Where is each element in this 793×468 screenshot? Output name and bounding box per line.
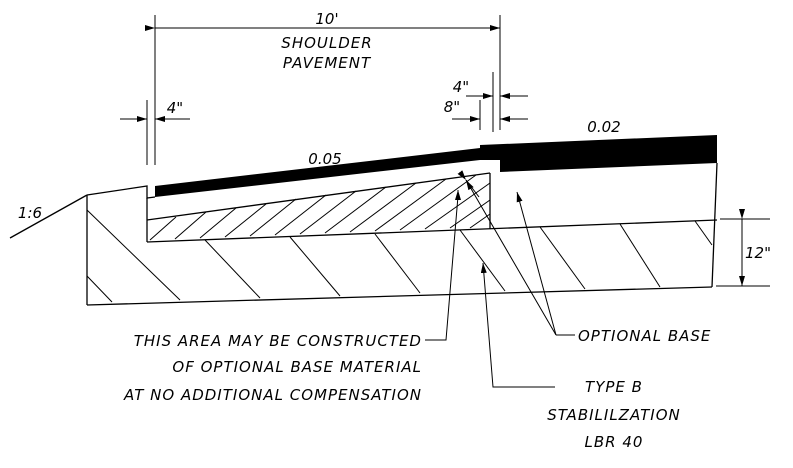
stabilization-line-1: TYPE B bbox=[585, 378, 643, 396]
width-label: 10' bbox=[315, 10, 338, 28]
shoulder-label: SHOULDER bbox=[281, 34, 372, 52]
left-offset-dimension: 4" bbox=[120, 99, 190, 165]
side-slope-line bbox=[9, 194, 88, 239]
shoulder-pavement-layer bbox=[155, 148, 480, 197]
shoulder-edge bbox=[86, 185, 156, 199]
hatched-area-top bbox=[146, 172, 491, 221]
road-slope-label: 0.02 bbox=[587, 118, 620, 136]
stabilization-line-2: STABILILZATION bbox=[547, 406, 680, 424]
stabilization-line-3: LBR 40 bbox=[585, 433, 644, 451]
side-slope-label: 1:6 bbox=[18, 204, 42, 222]
road-pavement-layer bbox=[480, 135, 717, 172]
shoulder-slope-label: 0.05 bbox=[308, 150, 341, 168]
area-note-line-2: OF OPTIONAL BASE MATERIAL bbox=[172, 358, 422, 376]
subgrade-outline bbox=[86, 162, 718, 306]
stabilization-leader bbox=[480, 262, 555, 388]
pavement-label: PAVEMENT bbox=[283, 54, 372, 72]
right-offset-dimensions: 4" 8" bbox=[444, 72, 528, 132]
depth-label: 12" bbox=[745, 244, 771, 262]
optional-base-label: OPTIONAL BASE bbox=[578, 327, 711, 345]
stabilization-top bbox=[146, 219, 718, 243]
subgrade-right-edge bbox=[711, 162, 718, 288]
optional-base-leader bbox=[465, 179, 575, 336]
area-note-leader bbox=[425, 170, 480, 341]
shoulder-width-dimension: 10' SHOULDER PAVEMENT bbox=[145, 10, 501, 165]
left-offset-label: 4" bbox=[167, 99, 183, 117]
subgrade-bottom bbox=[86, 286, 713, 306]
right-8in-label: 8" bbox=[444, 98, 460, 116]
right-4in-label: 4" bbox=[453, 78, 469, 96]
area-note-line-1: THIS AREA MAY BE CONSTRUCTED bbox=[134, 332, 422, 350]
stabilization-hatch bbox=[86, 209, 713, 303]
depth-dimension: 12" bbox=[716, 209, 771, 287]
area-note-line-3: AT NO ADDITIONAL COMPENSATION bbox=[123, 386, 422, 404]
